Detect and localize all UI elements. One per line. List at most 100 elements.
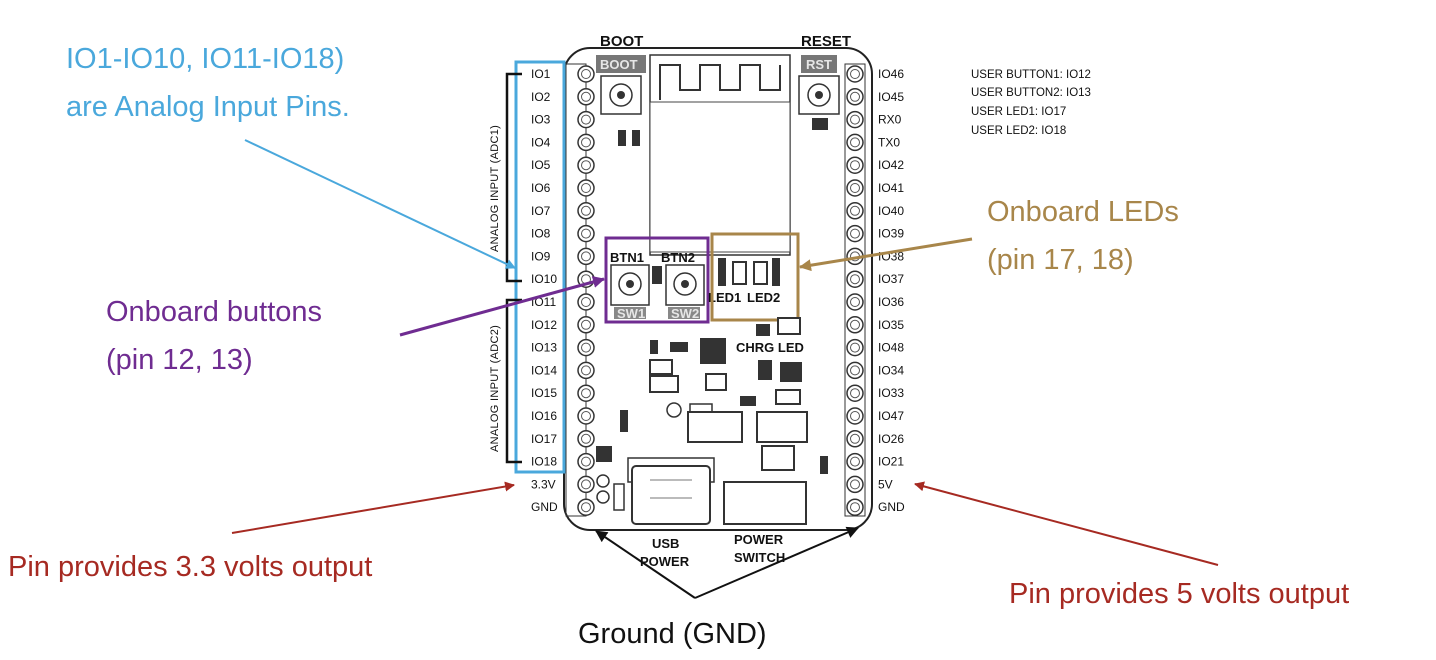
pin-hole-inner — [850, 297, 860, 307]
pin-hole-inner — [850, 365, 860, 376]
sw2-label: SW2 — [671, 306, 699, 321]
adc2-bracket — [505, 298, 522, 464]
right-pin-header — [844, 63, 866, 517]
boot-button[interactable]: BOOT — [596, 55, 646, 115]
rst-silk-label: RST — [806, 57, 832, 72]
right-pin-label: 5V — [878, 477, 893, 491]
left-pin-label: 3.3V — [531, 477, 556, 491]
adc2-label: ANALOG INPUT (ADC2) — [489, 325, 501, 452]
right-pin-label: IO40 — [878, 204, 904, 218]
charge-led: CHRG LED — [736, 317, 804, 355]
power-switch-line1: POWER — [734, 532, 784, 547]
power-switch-line2: SWITCH — [734, 550, 785, 565]
pin-hole-inner — [581, 137, 591, 148]
user-info-line: USER BUTTON2: IO13 — [971, 87, 1091, 99]
pin-hole-inner — [850, 502, 860, 513]
adc1-bracket — [505, 72, 522, 283]
onboard-leds: LED1 LED2 — [708, 258, 780, 305]
right-pin-label: IO35 — [878, 318, 904, 332]
buttons-note-line2: (pin 12, 13) — [106, 344, 253, 376]
pin-hole-inner — [850, 388, 860, 399]
pin-hole-inner — [581, 69, 591, 79]
onboard-buttons: SW1 SW2 BTN1 BTN2 — [610, 250, 705, 321]
usb-side-components — [596, 474, 625, 511]
boot-silk-label: BOOT — [600, 57, 638, 72]
pin-hole-inner — [581, 479, 591, 490]
led2-label: LED2 — [747, 290, 780, 305]
left-pin-label: IO6 — [531, 181, 551, 195]
pin-hole-inner — [850, 205, 860, 216]
pin-header-rail — [844, 63, 866, 517]
pin-hole-inner — [850, 69, 860, 79]
user-info-line: USER LED1: IO17 — [971, 106, 1066, 118]
right-pin-label: IO45 — [878, 90, 904, 104]
reset-button[interactable]: RST — [798, 55, 840, 115]
capacitors-top — [618, 118, 828, 146]
pin-hole-inner — [850, 411, 860, 421]
pin-hole-inner — [850, 433, 860, 444]
left-pin-label: IO9 — [531, 249, 551, 263]
pin-hole-inner — [850, 91, 860, 102]
right-pin-label: IO41 — [878, 181, 904, 195]
right-pin-labels: IO46IO45RX0TX0IO42IO41IO40IO39IO38IO37IO… — [878, 67, 905, 514]
right-pin-label: IO26 — [878, 432, 904, 446]
left-pin-label: IO13 — [531, 341, 557, 355]
left-pin-label: IO18 — [531, 455, 557, 469]
right-pin-label: IO39 — [878, 227, 904, 241]
right-pin-label: IO46 — [878, 67, 904, 81]
left-pin-label: IO8 — [531, 227, 551, 241]
right-pin-label: GND — [878, 500, 905, 514]
sw1-label: SW1 — [617, 306, 645, 321]
left-pin-label: IO4 — [531, 135, 551, 149]
pin-hole-inner — [581, 433, 591, 444]
left-pin-label: IO2 — [531, 90, 551, 104]
left-pin-label: IO14 — [531, 363, 557, 377]
pin-hole-inner — [850, 114, 860, 125]
left-pin-label: IO12 — [531, 318, 557, 332]
pin-hole-inner — [850, 228, 860, 239]
pin-hole-inner — [581, 297, 591, 307]
pin5-note: Pin provides 5 volts output — [1009, 578, 1349, 610]
misc-components — [596, 338, 828, 474]
buttons-note-line1: Onboard buttons — [106, 296, 322, 328]
right-pin-label: IO47 — [878, 409, 904, 423]
user-info-block: USER BUTTON1: IO12 USER BUTTON2: IO13 US… — [971, 69, 1091, 137]
pin-hole-inner — [850, 274, 860, 285]
pin-hole-inner — [581, 183, 591, 193]
buttons-arrow — [399, 276, 605, 337]
user-info-line: USER BUTTON1: IO12 — [971, 69, 1091, 81]
left-pin-label: IO3 — [531, 113, 551, 127]
ground-arrow-left — [595, 530, 696, 599]
usb-power-line1: USB — [652, 536, 679, 551]
analog-note-line1: IO1-IO10, IO11-IO18) — [66, 43, 344, 75]
right-pin-label: RX0 — [878, 113, 902, 127]
btn2-label: BTN2 — [661, 250, 695, 265]
right-pin-label: IO21 — [878, 455, 904, 469]
pin-hole-inner — [850, 456, 860, 467]
leds-highlight-box — [710, 232, 800, 322]
power-switch[interactable]: POWER SWITCH — [723, 481, 807, 565]
right-pin-label: IO48 — [878, 341, 904, 355]
pin-hole-inner — [581, 411, 591, 421]
wifi-module — [649, 54, 791, 256]
buttons-highlight-box — [604, 236, 710, 324]
pin-hole-inner — [850, 479, 860, 490]
chrg-led-label: CHRG LED — [736, 340, 804, 355]
left-pin-header — [565, 63, 595, 517]
leds-note-line1: Onboard LEDs — [987, 196, 1179, 228]
pin5-arrow — [914, 481, 1219, 566]
pin-hole-inner — [581, 205, 591, 216]
usb-power-line2: POWER — [640, 554, 690, 569]
leds-note-line2: (pin 17, 18) — [987, 244, 1134, 276]
analog-note-line2: are Analog Input Pins. — [66, 91, 350, 123]
user-info-line: USER LED2: IO18 — [971, 125, 1066, 137]
left-pin-label: IO10 — [531, 272, 557, 286]
pin-hole-inner — [581, 502, 591, 513]
left-pin-labels: IO1IO2IO3IO4IO5IO6IO7IO8IO9IO10IO11IO12I… — [531, 67, 558, 514]
right-pin-label: IO36 — [878, 295, 904, 309]
pin-hole-inner — [850, 137, 860, 148]
left-pin-label: IO16 — [531, 409, 557, 423]
leds-arrow — [799, 237, 973, 272]
left-pin-label: IO5 — [531, 158, 551, 172]
